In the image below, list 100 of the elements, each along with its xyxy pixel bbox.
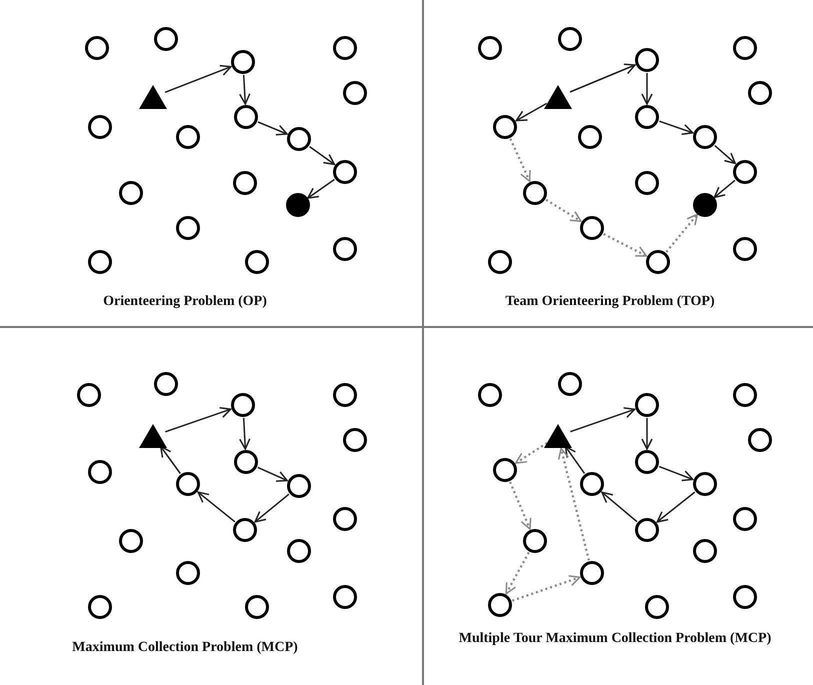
vertex-circle xyxy=(635,171,659,195)
vertex-circle xyxy=(333,383,357,407)
vertex-circle xyxy=(748,81,772,105)
vertex-circle xyxy=(488,593,512,617)
arrow xyxy=(714,145,736,164)
vertex-circle xyxy=(88,460,112,484)
arrow xyxy=(558,448,590,561)
vertex-circle xyxy=(287,127,311,151)
vertex-circle xyxy=(343,428,367,452)
arrow xyxy=(656,492,696,523)
arrow xyxy=(601,492,638,522)
vertex-circle xyxy=(287,474,311,498)
vertex-circle xyxy=(748,428,772,452)
vertex-circle xyxy=(488,250,512,274)
vertex-circle xyxy=(333,507,357,531)
arrow xyxy=(258,466,288,482)
panel-caption: Multiple Tour Maximum Collection Problem (MCP) xyxy=(458,630,772,647)
vertex-circle xyxy=(733,585,757,609)
start-triangle xyxy=(543,423,573,449)
arrow xyxy=(665,214,698,253)
vertex-circle xyxy=(245,595,269,619)
arrow xyxy=(239,418,251,450)
arrow xyxy=(603,233,648,257)
vertex-circle xyxy=(234,105,258,129)
vertex-circle xyxy=(693,539,717,563)
arrow xyxy=(197,491,236,522)
vertex-circle xyxy=(693,125,717,149)
arrow xyxy=(564,446,586,474)
vertex-circle xyxy=(233,518,257,542)
start-triangle xyxy=(543,84,573,110)
end-point-dot xyxy=(693,193,717,217)
arrow xyxy=(714,180,736,198)
vertex-circle xyxy=(635,105,659,129)
arrow xyxy=(659,120,694,135)
arrow xyxy=(258,121,288,136)
arrow xyxy=(658,466,694,482)
arrow xyxy=(254,494,290,523)
vertex-circle xyxy=(493,458,517,482)
arrow xyxy=(641,73,653,105)
vertex-circle xyxy=(523,529,547,553)
vertex-circle xyxy=(645,595,669,619)
vertex-circle xyxy=(733,507,757,531)
vertex-circle xyxy=(333,237,357,261)
vertex-circle xyxy=(580,472,604,496)
arrow xyxy=(546,198,582,222)
vertex-circle xyxy=(88,250,112,274)
vertex-circle xyxy=(287,539,311,563)
arrow xyxy=(516,102,548,122)
vertex-circle xyxy=(635,393,659,417)
panel-caption: Team Orienteering Problem (TOP) xyxy=(504,293,716,310)
vertex-circle xyxy=(635,450,659,474)
vertex-circle xyxy=(88,115,112,139)
vertex-circle xyxy=(523,181,547,205)
start-triangle xyxy=(138,423,168,449)
vertex-circle xyxy=(176,561,200,585)
arrow xyxy=(165,407,232,432)
arrow xyxy=(515,442,548,464)
vertex-circle xyxy=(733,36,757,60)
arrow xyxy=(307,178,335,199)
vertex-circle xyxy=(176,216,200,240)
vertex-circle xyxy=(578,125,602,149)
vertex-circle xyxy=(119,181,143,205)
arrow xyxy=(570,407,636,432)
vertex-circle xyxy=(635,518,659,542)
vertex-circle xyxy=(85,36,109,60)
arrow xyxy=(239,74,250,105)
panel-caption: Maximum Collection Problem (MCP) xyxy=(71,639,299,656)
arrow xyxy=(164,64,232,93)
arrow xyxy=(505,552,530,594)
vertex-circle xyxy=(231,393,255,417)
arrow xyxy=(641,418,653,450)
vertex-circle xyxy=(231,50,255,74)
panel-caption: Orienteering Problem (OP) xyxy=(102,293,268,310)
arrow xyxy=(570,63,636,93)
vertex-circle xyxy=(493,115,517,139)
vertex-circle xyxy=(733,237,757,261)
vertex-circle xyxy=(646,250,670,274)
vertex-circle xyxy=(333,36,357,60)
arrow xyxy=(309,146,336,166)
vertex-circle xyxy=(580,216,604,240)
vertex-circle xyxy=(245,250,269,274)
arrow xyxy=(160,446,181,474)
vertex-circle xyxy=(154,27,178,51)
vertex-circle xyxy=(733,160,757,184)
vertex-circle xyxy=(176,472,200,496)
arrow xyxy=(512,575,580,602)
end-point-dot xyxy=(286,193,310,217)
vertex-circle xyxy=(333,585,357,609)
arrow xyxy=(509,482,532,530)
vertex-circle xyxy=(558,372,582,396)
vertex-circle xyxy=(733,383,757,407)
arrow xyxy=(509,138,531,182)
vertex-circle xyxy=(558,27,582,51)
vertex-circle xyxy=(77,383,101,407)
vertex-circle xyxy=(119,529,143,553)
vertex-circle xyxy=(333,160,357,184)
vertex-circle xyxy=(478,36,502,60)
vertex-circle xyxy=(88,595,112,619)
vertex-circle xyxy=(580,561,604,585)
vertex-circle xyxy=(233,171,257,195)
